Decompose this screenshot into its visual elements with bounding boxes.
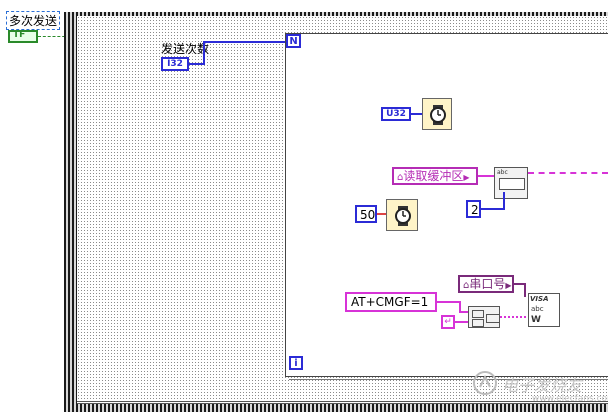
watermark-url: www.elecfans.com [532, 394, 608, 404]
watch-icon [395, 206, 411, 226]
visa-abc: abc [531, 305, 544, 313]
serial-port-label: 串口号 [469, 277, 506, 291]
count-wire-vertical [203, 41, 205, 65]
at-wire-v [459, 301, 461, 313]
loop-count-terminal[interactable]: I32 [161, 57, 189, 71]
concat-glyph [472, 310, 484, 318]
output-wire-dashed [528, 172, 608, 174]
for-loop-shadow [289, 377, 608, 380]
concat-wire [500, 316, 530, 318]
loop-iteration-terminal[interactable]: i [289, 356, 303, 370]
at-command-text: AT+CMGF=1 [351, 295, 429, 309]
at-command-constant[interactable]: AT+CMGF=1 [345, 292, 437, 312]
visa-w: W [531, 315, 541, 325]
serial-wire-h [514, 283, 526, 285]
const50-wire [377, 213, 387, 215]
concat-glyph-out [486, 314, 500, 323]
lf-wire [455, 321, 469, 323]
wait-ms-terminal[interactable]: U32 [381, 107, 411, 121]
read-buffer-property-node[interactable]: ⌂读取缓冲区▶ [392, 167, 478, 185]
loop-count-terminal-n[interactable]: N [286, 34, 301, 48]
n-text: N [289, 36, 298, 47]
watermark-text: 电子发烧友 [502, 376, 583, 395]
buffer-wire [478, 175, 494, 177]
watermark-icon [473, 371, 497, 395]
serial-wire-v [524, 283, 526, 297]
concat-glyph-2 [472, 319, 484, 327]
const-50[interactable]: 50 [355, 205, 377, 223]
home-icon: ⌂ [463, 280, 470, 291]
boolean-control-label: 多次发送 [6, 11, 61, 30]
read-buffer-label: 读取缓冲区 [403, 169, 464, 183]
home-icon: ⌂ [397, 172, 404, 183]
visa-write-function[interactable]: VISA abc W [528, 293, 560, 327]
visa-write-label: VISA [530, 295, 549, 303]
wait-wire-1 [411, 113, 423, 115]
line-feed-constant[interactable]: ↵ [441, 315, 455, 329]
u32-type-text: U32 [386, 109, 406, 119]
const-2[interactable]: 2 [466, 200, 481, 218]
watermark-logo: 电子发烧友 www.elecfans.com [472, 366, 608, 410]
serial-port-property-node[interactable]: ⌂串口号▶ [458, 275, 514, 293]
const2-wire-h [481, 208, 505, 210]
concatenate-strings-function[interactable] [468, 306, 500, 328]
outer-structure-bottom-edge [77, 401, 608, 404]
i-text: i [294, 358, 298, 369]
count-wire-horizontal-2 [203, 41, 287, 43]
arrow-right-icon: ▶ [505, 281, 512, 290]
i32-type-text: I32 [167, 59, 183, 69]
wait-function-icon[interactable] [422, 98, 452, 130]
at-wire-h2 [459, 311, 469, 313]
count-wire-horizontal-1 [189, 63, 205, 65]
watch-icon [430, 105, 446, 125]
string-subset-glyph [499, 178, 525, 190]
at-wire-h1 [437, 301, 461, 303]
loop-count-label: 发送次数 [161, 42, 210, 56]
string-subset-icon-text: abc [497, 169, 508, 176]
boolean-terminal[interactable]: TF [8, 30, 38, 43]
boolean-wire [38, 36, 70, 37]
wait-function-icon-2[interactable] [386, 199, 418, 231]
const2-wire-v [503, 192, 505, 210]
const-50-text: 50 [360, 208, 376, 222]
const-2-text: 2 [471, 203, 479, 217]
boolean-terminal-text: TF [13, 30, 26, 40]
string-subset-function[interactable]: abc [494, 167, 528, 199]
arrow-right-icon: ▶ [463, 173, 470, 182]
